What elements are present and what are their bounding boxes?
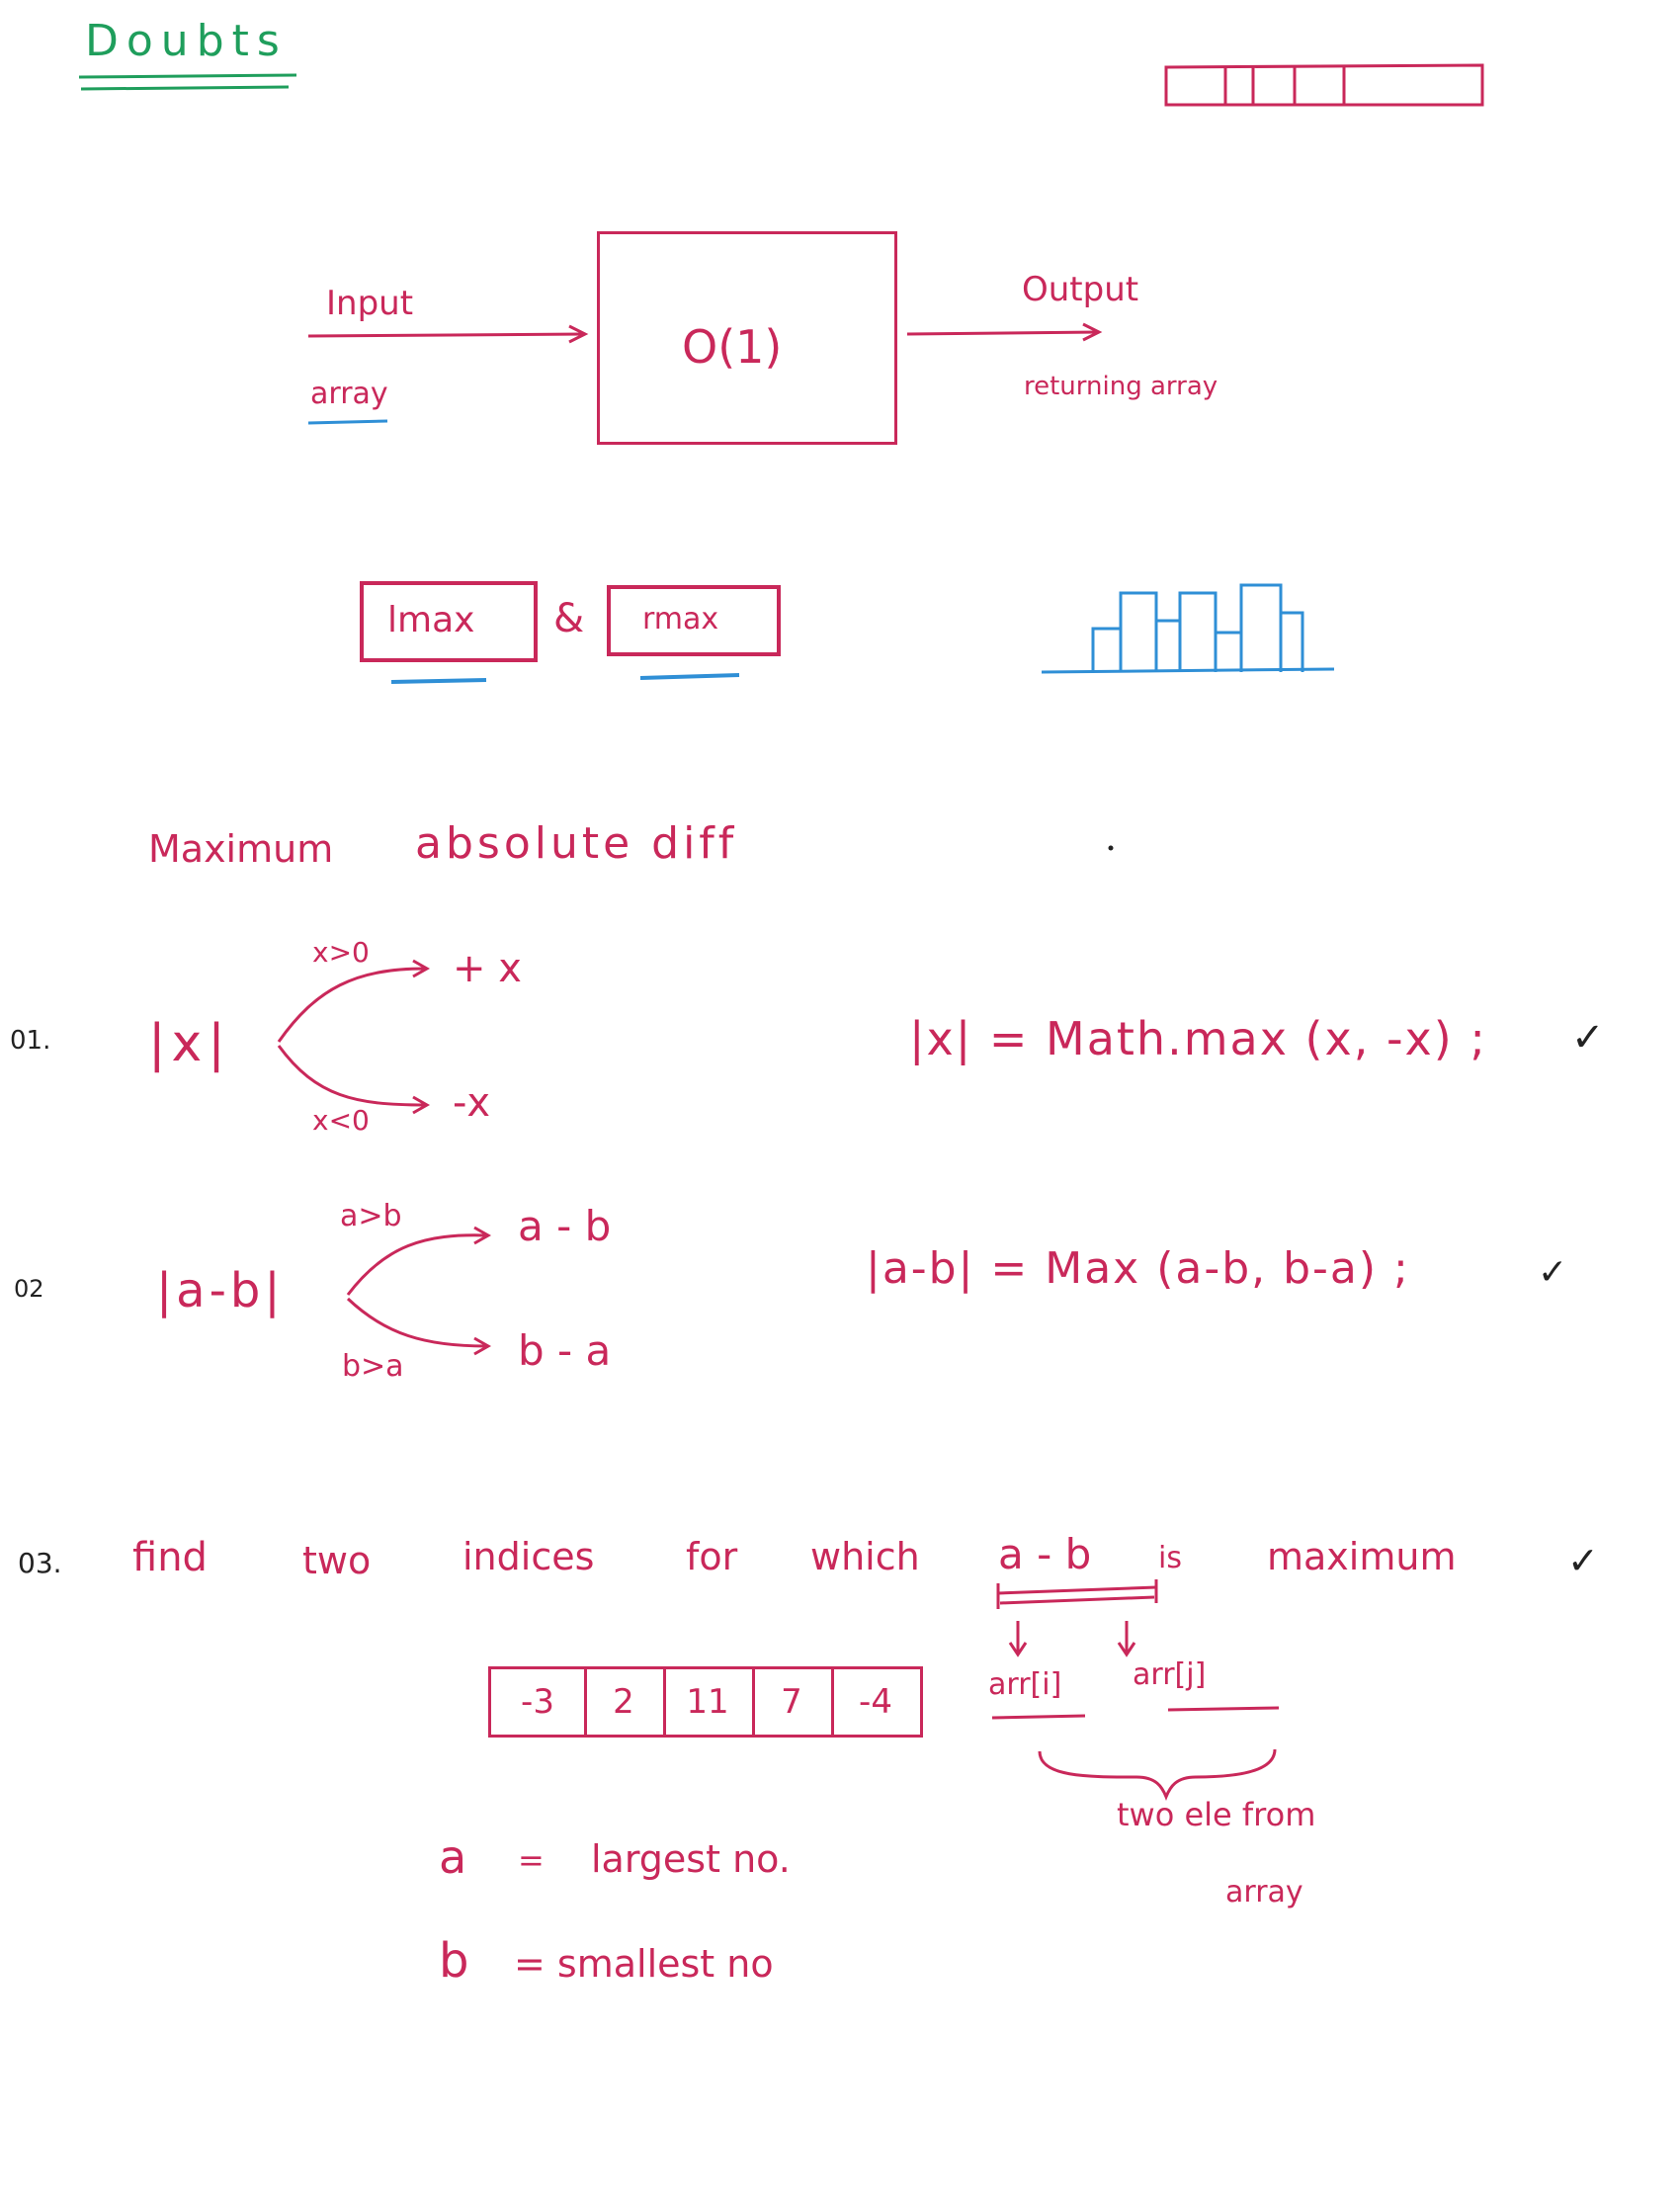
o1-box bbox=[597, 231, 897, 445]
a-rhs: largest no. bbox=[591, 1837, 791, 1881]
rmax-underline bbox=[639, 673, 740, 680]
array-cell: -3 bbox=[491, 1669, 587, 1735]
a-lhs: a bbox=[439, 1830, 467, 1884]
rmax-box bbox=[607, 585, 781, 656]
q3-number: 03. bbox=[18, 1547, 62, 1579]
q3-word-maximum: maximum bbox=[1267, 1535, 1457, 1578]
q1-expr: |x| bbox=[148, 1014, 231, 1073]
array-label: array bbox=[1225, 1875, 1303, 1909]
title-underline-2 bbox=[80, 85, 290, 91]
title-underline bbox=[78, 73, 297, 79]
heading-absolute-diff: absolute diff bbox=[415, 818, 738, 869]
q3-check: ✓ bbox=[1567, 1539, 1599, 1582]
q2-branches bbox=[346, 1226, 492, 1356]
array-cell: 11 bbox=[663, 1669, 755, 1735]
q3-bracket bbox=[991, 1579, 1280, 1802]
array-sketch bbox=[1164, 63, 1484, 107]
output-label: Output bbox=[1022, 270, 1139, 309]
q2-cond-top: a>b bbox=[340, 1199, 402, 1233]
heading-maximum: Maximum bbox=[148, 827, 334, 871]
arr-j-label: arr[j] bbox=[1133, 1657, 1207, 1692]
b-rhs: = smallest no bbox=[514, 1942, 774, 1986]
q2-expr: |a-b| bbox=[156, 1263, 285, 1318]
histogram-sketch bbox=[1041, 583, 1335, 674]
array-cell: -4 bbox=[859, 1682, 892, 1722]
o1-label: O(1) bbox=[682, 320, 783, 374]
q3-word-for: for bbox=[686, 1535, 738, 1578]
q3-word-which: which bbox=[810, 1535, 920, 1578]
lmax-box bbox=[360, 581, 538, 662]
q1-formula: |x| = Math.max (x, -x) ; bbox=[909, 1012, 1487, 1065]
dot bbox=[1108, 845, 1114, 851]
lmax-label: lmax bbox=[387, 600, 475, 640]
example-array: -3 2 11 7 -4 bbox=[488, 1666, 923, 1738]
page-title: Doubts bbox=[85, 16, 288, 66]
q1-number: 01. bbox=[10, 1026, 51, 1056]
q1-cond-top: x>0 bbox=[312, 936, 370, 969]
input-label: Input bbox=[326, 284, 414, 323]
lmax-underline bbox=[390, 678, 487, 684]
q3-word-two: two bbox=[302, 1539, 372, 1582]
amp: & bbox=[553, 596, 585, 641]
rmax-label: rmax bbox=[642, 602, 719, 636]
arr-i-label: arr[i] bbox=[988, 1667, 1062, 1702]
array-cell: 2 bbox=[584, 1669, 666, 1735]
q2-check: ✓ bbox=[1538, 1252, 1568, 1293]
q3-word-is: is bbox=[1158, 1541, 1182, 1575]
q2-formula: |a-b| = Max (a-b, b-a) ; bbox=[866, 1243, 1410, 1294]
array-cell: 7 bbox=[752, 1669, 834, 1735]
two-ele-from: two ele from bbox=[1117, 1796, 1316, 1833]
input-sub: array bbox=[310, 377, 388, 411]
input-arrow bbox=[307, 324, 589, 344]
a-eq: = bbox=[518, 1841, 545, 1879]
q1-check: ✓ bbox=[1571, 1015, 1605, 1061]
output-sub: returning array bbox=[1024, 372, 1218, 401]
q1-res-bottom: -x bbox=[453, 1080, 491, 1126]
b-lhs: b bbox=[439, 1933, 469, 1989]
q2-res-top: a - b bbox=[518, 1202, 612, 1250]
q3-word-find: find bbox=[132, 1535, 208, 1580]
q1-branches bbox=[277, 959, 431, 1115]
input-sub-underline bbox=[307, 419, 388, 425]
q3-word-indices: indices bbox=[462, 1535, 595, 1578]
q3-expr: a - b bbox=[998, 1530, 1092, 1578]
q2-res-bottom: b - a bbox=[518, 1326, 612, 1375]
q2-cond-bottom: b>a bbox=[342, 1349, 404, 1384]
q1-res-top: + x bbox=[453, 946, 522, 991]
q1-cond-bottom: x<0 bbox=[312, 1104, 370, 1137]
output-arrow bbox=[906, 322, 1103, 342]
q2-number: 02 bbox=[14, 1275, 44, 1303]
